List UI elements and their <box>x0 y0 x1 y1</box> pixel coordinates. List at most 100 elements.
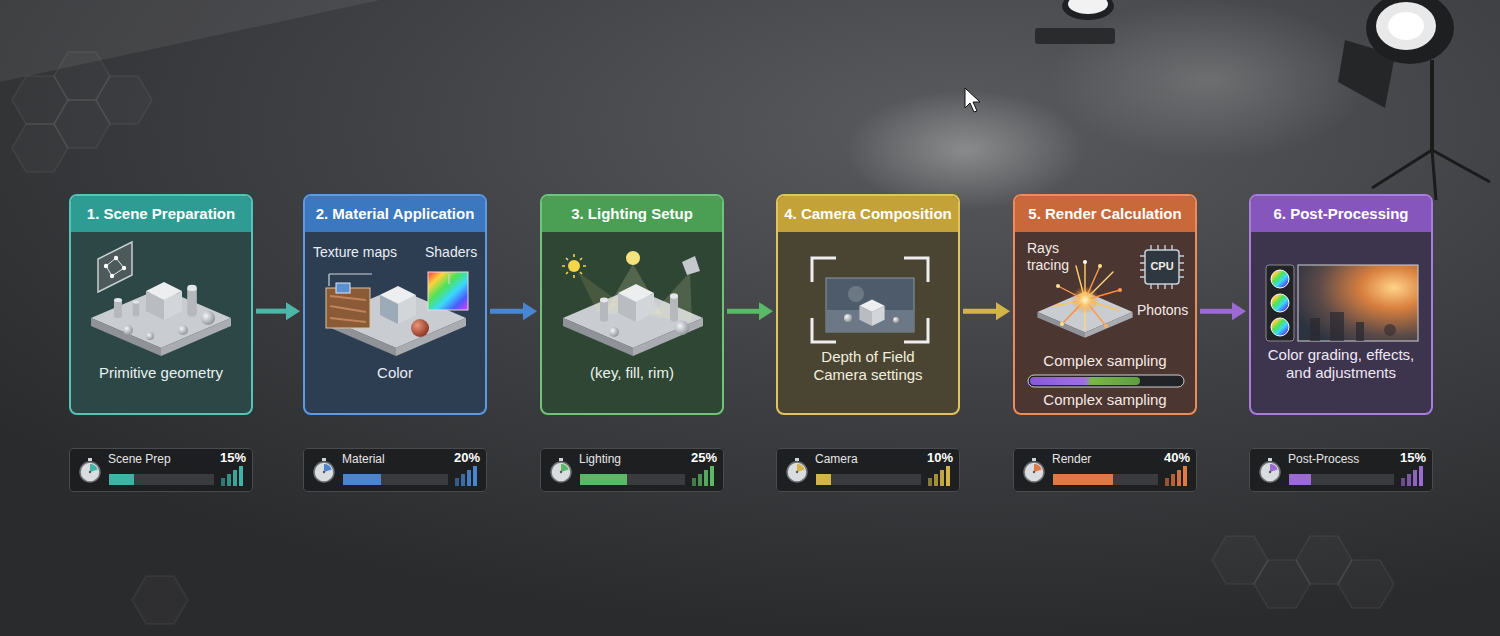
stat-label: Scene Prep <box>108 452 208 466</box>
light-spot <box>1050 0 1370 160</box>
stage-card: 3. Lighting Setup (key, fill, rim) <box>540 194 724 415</box>
signal-bars <box>221 466 1423 486</box>
card-fill <box>776 194 960 415</box>
arrow-head <box>1232 302 1246 320</box>
material-illustration <box>411 319 429 337</box>
card-fill <box>69 194 253 415</box>
lighting-illustration <box>562 251 703 356</box>
flow-arrow <box>963 302 1010 320</box>
signal-bars <box>692 466 714 486</box>
material-illustration <box>380 295 398 324</box>
scene-illustration <box>133 300 139 316</box>
percentage-value: 10% <box>913 450 953 466</box>
lighting-illustration <box>675 321 689 335</box>
scene-illustration <box>123 325 133 335</box>
progress-fill <box>1053 474 1113 485</box>
signal-bars <box>1401 466 1423 486</box>
progress-track <box>109 474 214 485</box>
signal-bars <box>928 466 950 486</box>
stat-label: Post-Process <box>1288 452 1388 466</box>
scene-illustration <box>114 298 122 318</box>
stat-panel: Camera10% <box>776 448 960 492</box>
stage-heading: 6. Post-Processing <box>1251 196 1431 232</box>
stat-label: Camera <box>815 452 915 466</box>
percentage-value: 15% <box>206 450 246 466</box>
studio-light <box>1338 0 1490 200</box>
progress-track <box>343 474 448 485</box>
arrow-shaft <box>727 309 760 314</box>
lighting-illustration <box>600 298 608 322</box>
stage-label: Texture maps <box>313 244 413 261</box>
material-illustration <box>428 272 468 310</box>
render-illustration <box>1098 264 1102 268</box>
card-fill <box>69 194 1433 415</box>
render-illustration <box>1145 250 1179 284</box>
arrow-head <box>523 302 537 320</box>
progress-fill <box>580 474 627 485</box>
render-illustration <box>1060 322 1064 326</box>
scene-illustration <box>106 258 124 276</box>
post-processing-illustration <box>1266 265 1294 341</box>
post-processing-illustration <box>1271 318 1289 336</box>
stat-panel-fill <box>69 448 1433 492</box>
progress-track <box>1289 474 1394 485</box>
material-illustration <box>329 274 449 286</box>
card-fill <box>1249 194 1433 415</box>
scene-illustration <box>146 332 154 340</box>
lighting-illustration <box>670 293 678 321</box>
render-illustration <box>1118 288 1122 292</box>
stage-card: 1. Scene PreparationPrimitive geometry <box>69 194 253 415</box>
post-processing-illustration <box>1330 312 1344 341</box>
render-illustration <box>1030 377 1140 385</box>
render-illustration <box>1056 284 1060 288</box>
studio-light <box>1068 0 1108 14</box>
stage-label: Rays tracing <box>1027 240 1087 274</box>
arrow-shaft <box>256 309 287 314</box>
stage-label: CPU <box>1145 260 1179 273</box>
material-illustration <box>326 272 468 356</box>
render-illustration <box>1140 245 1184 289</box>
progress-track <box>1053 474 1158 485</box>
scene-illustration <box>146 282 182 320</box>
stage-label: Color grading, effects, and adjustments <box>1255 346 1427 382</box>
scene-illustration <box>98 242 132 292</box>
studio-light <box>1376 2 1436 50</box>
studio-light <box>1366 0 1454 64</box>
camera-illustration <box>812 258 928 342</box>
arrow-head <box>759 302 773 320</box>
flow-arrow <box>1200 302 1246 320</box>
percentage-value: 25% <box>677 450 717 466</box>
stat-label: Render <box>1052 452 1152 466</box>
post-processing-illustration <box>1356 322 1364 341</box>
progress-fill <box>343 474 381 485</box>
signal-bars <box>455 466 477 486</box>
studio-light <box>1432 150 1490 182</box>
mouse-cursor <box>965 88 980 112</box>
stat-panel: Render40% <box>1013 448 1197 492</box>
stat-panel: Post-Process15% <box>1249 448 1433 492</box>
lighting-illustration <box>626 251 640 265</box>
lighting-illustration <box>618 284 654 322</box>
stat-panel: Material20% <box>303 448 487 492</box>
stage-label: (key, fill, rim) <box>542 364 722 382</box>
progress-track <box>816 474 921 485</box>
studio-light <box>1062 0 1114 20</box>
stage-label: Primitive geometry <box>71 364 251 382</box>
stage-heading: 3. Lighting Setup <box>542 196 722 232</box>
camera-illustration <box>844 314 852 322</box>
render-illustration <box>1071 286 1099 314</box>
progress-fill <box>816 474 831 485</box>
stage-card: 4. Camera CompositionDepth of Field Came… <box>776 194 960 415</box>
scene-illustration <box>110 274 114 278</box>
stat-label: Lighting <box>579 452 679 466</box>
studio-light <box>1430 60 1434 150</box>
scene-illustration <box>178 325 188 335</box>
progress-fill <box>109 474 134 485</box>
scene-illustration <box>122 266 126 270</box>
stopwatch-icon <box>551 458 571 482</box>
stat-panel-fill <box>1013 448 1197 492</box>
